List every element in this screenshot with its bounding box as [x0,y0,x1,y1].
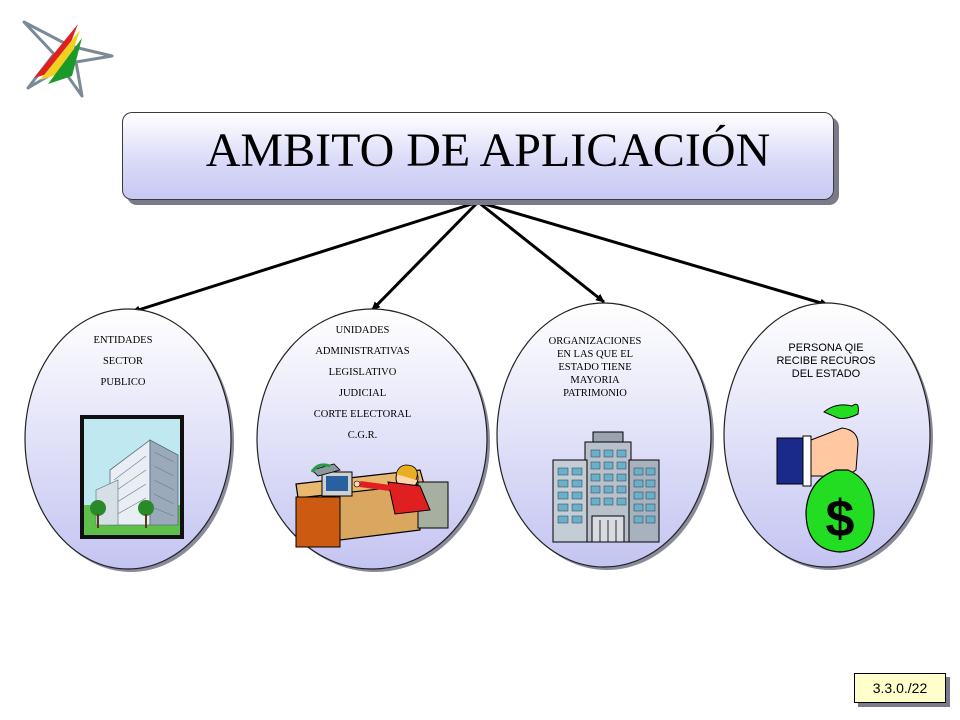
label-line: JUDICIAL [338,388,387,399]
title-box: AMBITO DE APLICACIÓN [122,112,834,200]
office-building-icon [80,415,184,539]
label-line: ENTIDADES [93,335,153,346]
bolivia-star-logo-icon [22,20,114,98]
label-line: ORGANIZACIONES [548,336,642,347]
arrow-to-entidades [131,200,479,314]
svg-text:$: $ [826,490,855,548]
label-line: PUBLICO [100,377,146,388]
office-worker-desk-icon [295,463,449,548]
page-number-badge: 3.3.0./22 [854,673,946,703]
label-organizaciones: ORGANIZACIONES EN LAS QUE EL ESTADO TIEN… [530,335,660,400]
arrow-to-unidades [370,200,480,312]
label-persona: PERSONA QIE RECIBE RECUROS DEL ESTADO [760,342,892,381]
label-line: UNIDADES [335,325,390,336]
diagram-title: AMBITO DE APLICACIÓN [205,124,771,177]
label-line: MAYORIA [570,375,620,386]
label-line: PERSONA QIE [788,342,864,354]
label-line: LEGISLATIVO [328,367,397,378]
label-line: SECTOR [102,356,144,367]
label-line: ESTADO TIENE [558,362,632,373]
label-entidades: ENTIDADES SECTOR PUBLICO [58,330,188,393]
money-bag-icon: $ [776,403,875,553]
arrow-to-organizaciones [477,200,605,304]
label-unidades: UNIDADES ADMINISTRATIVAS LEGISLATIVO JUD… [290,320,435,446]
label-line: ADMINISTRATIVAS [315,346,410,357]
label-line: PATRIMONIO [563,388,627,399]
label-line: DEL ESTADO [791,368,861,380]
arrow-to-persona [477,200,829,307]
label-line: EN LAS QUE EL [556,349,634,360]
label-line: RECIBE RECUROS [776,355,876,367]
tall-building-icon [552,431,660,543]
label-line: CORTE ELECTORAL [313,409,412,420]
label-line: C.G.R. [347,430,378,441]
